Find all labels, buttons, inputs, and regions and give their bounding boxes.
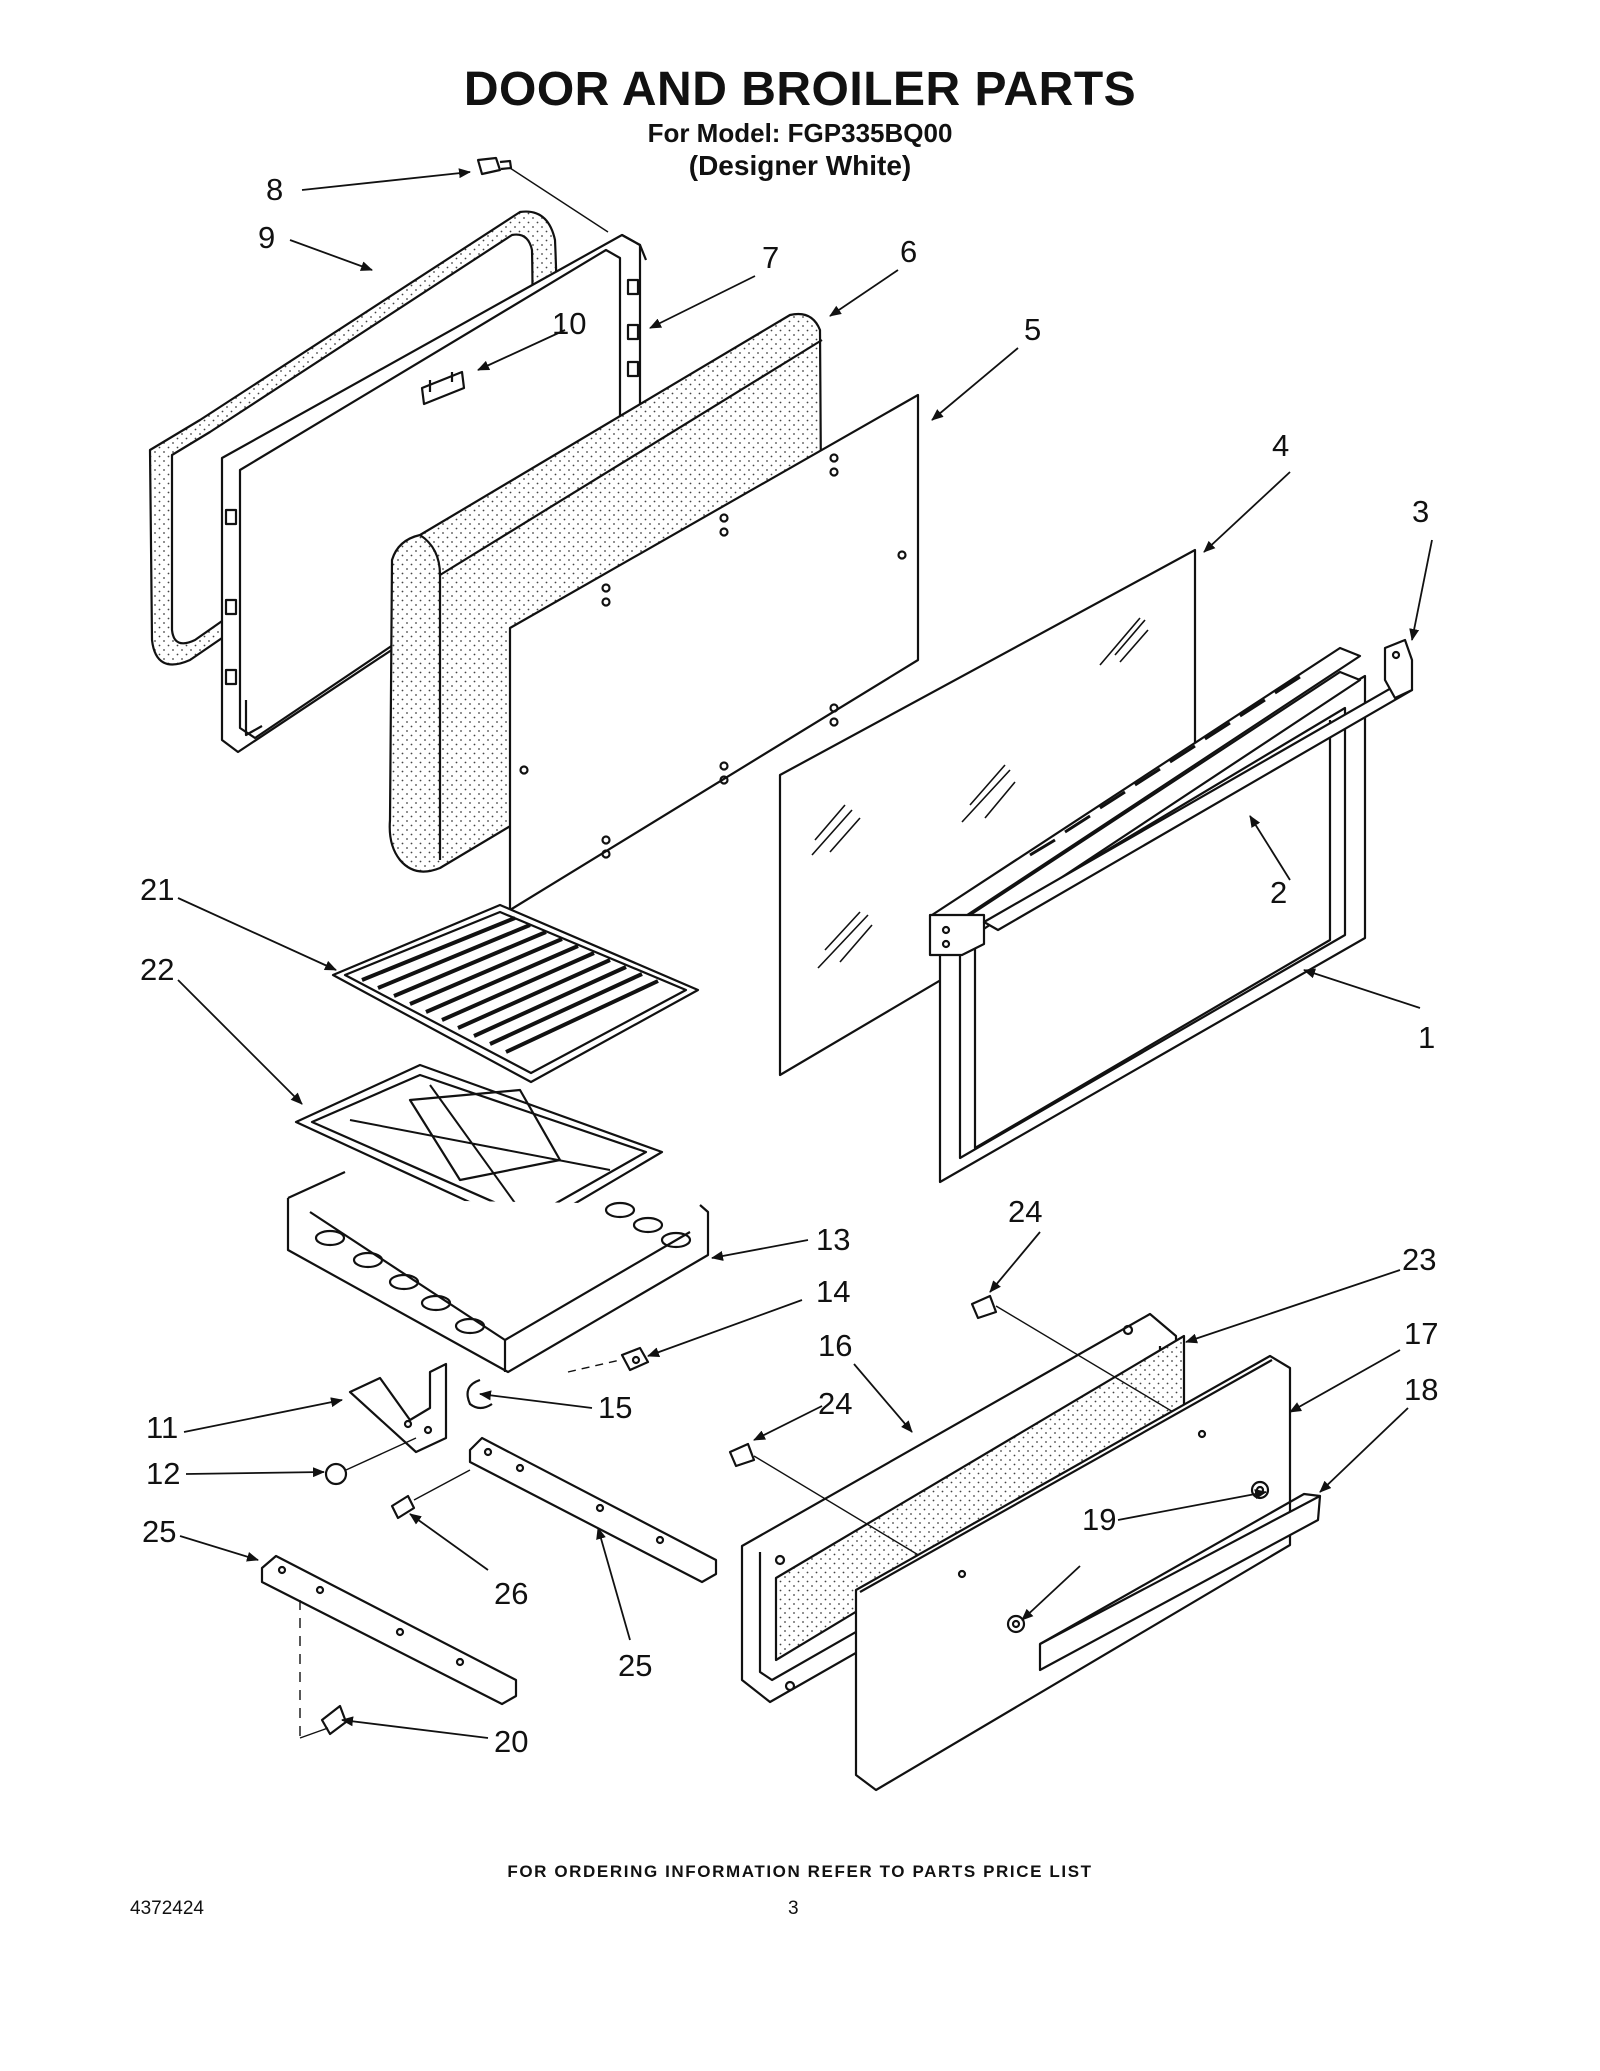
callout-12: 12 <box>146 1456 180 1491</box>
callout-25-left: 25 <box>142 1514 176 1549</box>
callout-2: 2 <box>1270 875 1287 910</box>
callout-7: 7 <box>762 240 779 275</box>
callout-22: 22 <box>140 952 174 987</box>
callout-25-right: 25 <box>618 1648 652 1683</box>
callout-24-top: 24 <box>1008 1194 1042 1229</box>
ordering-note: FOR ORDERING INFORMATION REFER TO PARTS … <box>507 1862 1093 1881</box>
callout-18: 18 <box>1404 1372 1438 1407</box>
part-2-door-trim <box>928 646 1414 957</box>
page-number: 3 <box>788 1898 799 1919</box>
callout-26: 26 <box>494 1576 528 1611</box>
callout-4: 4 <box>1272 428 1289 463</box>
callout-11: 11 <box>146 1410 178 1445</box>
callout-14: 14 <box>816 1274 850 1309</box>
part-25-slide-rail-left <box>260 1554 518 1738</box>
document-number: 4372424 <box>130 1898 204 1919</box>
part-25-slide-rail-right <box>468 1436 718 1584</box>
callout-9: 9 <box>258 220 275 255</box>
part-3-bracket <box>1383 638 1414 700</box>
color-line: (Designer White) <box>688 150 912 181</box>
part-26-screw <box>390 1469 471 1520</box>
part-22-broiler-pan <box>294 1063 664 1232</box>
part-13-broiler-drawer <box>286 1170 710 1374</box>
callout-8: 8 <box>266 172 283 207</box>
callout-6: 6 <box>900 234 917 269</box>
callout-20: 20 <box>494 1724 528 1759</box>
callout-15: 15 <box>598 1390 632 1425</box>
part-10-clip <box>420 370 466 406</box>
callout-19: 19 <box>1082 1502 1116 1537</box>
part-15-clip <box>466 1378 493 1410</box>
callout-3: 3 <box>1412 494 1429 529</box>
part-14-bracket <box>567 1346 650 1373</box>
callout-labels: 1 2 3 4 5 6 7 8 9 10 11 12 13 14 15 16 1… <box>140 172 1438 1759</box>
part-8-screw <box>476 156 609 233</box>
callout-16: 16 <box>818 1328 852 1363</box>
callout-13: 13 <box>816 1222 850 1257</box>
callout-1: 1 <box>1418 1020 1435 1055</box>
part-11-hinge <box>348 1362 448 1454</box>
page-title: DOOR AND BROILER PARTS <box>463 63 1137 116</box>
callout-17: 17 <box>1404 1316 1438 1351</box>
callout-23: 23 <box>1402 1242 1436 1277</box>
part-20-clip <box>299 1704 348 1739</box>
model-line: For Model: FGP335BQ00 <box>647 118 953 148</box>
part-21-broiler-grid <box>331 903 700 1084</box>
part-12-bumper <box>324 1437 417 1486</box>
callout-24-bottom: 24 <box>818 1386 852 1421</box>
part-5-inner-panel <box>508 393 920 912</box>
callout-21: 21 <box>140 872 174 907</box>
callout-5: 5 <box>1024 312 1041 347</box>
callout-leaders <box>177 168 1433 1739</box>
callout-10: 10 <box>552 306 586 341</box>
part-18-handle <box>1038 1492 1322 1672</box>
